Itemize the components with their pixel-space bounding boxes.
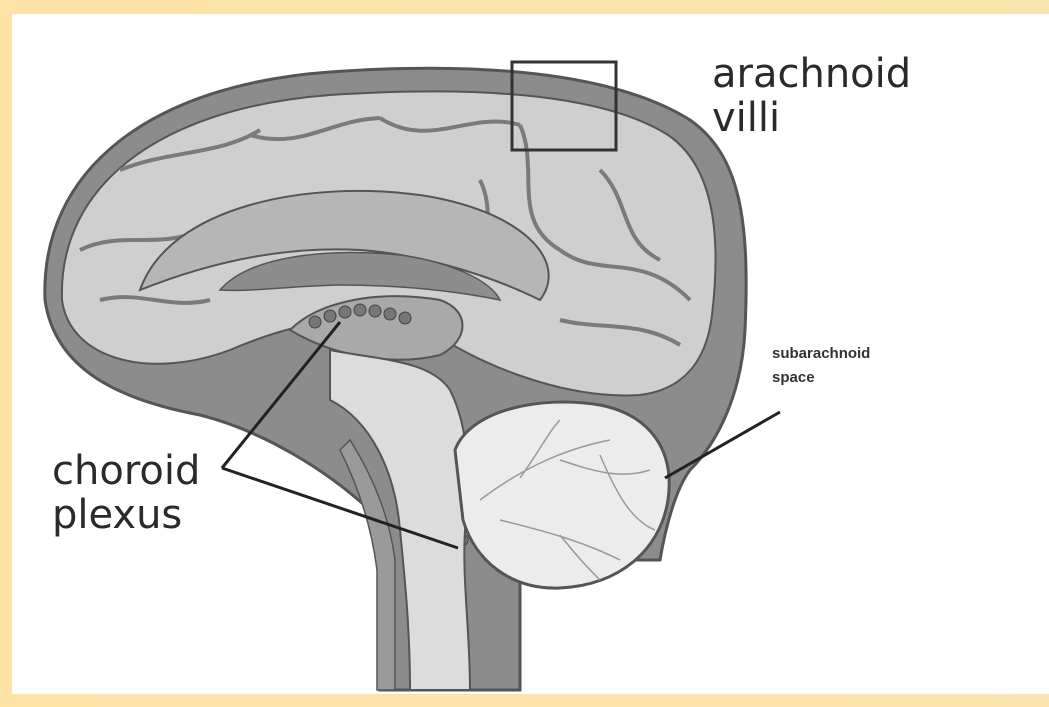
label-arachnoid-villi-line1: arachnoid xyxy=(712,52,911,96)
label-subarachnoid-space-line2: space xyxy=(772,366,870,390)
label-choroid-plexus-line1: choroid xyxy=(52,449,200,493)
label-arachnoid-villi: arachnoid villi xyxy=(712,52,911,140)
label-subarachnoid-space: subarachnoid space xyxy=(772,342,870,390)
label-choroid-plexus: choroid plexus xyxy=(52,449,200,537)
label-subarachnoid-space-line1: subarachnoid xyxy=(772,342,870,366)
label-arachnoid-villi-line2: villi xyxy=(712,96,911,140)
label-choroid-plexus-line2: plexus xyxy=(52,493,200,537)
